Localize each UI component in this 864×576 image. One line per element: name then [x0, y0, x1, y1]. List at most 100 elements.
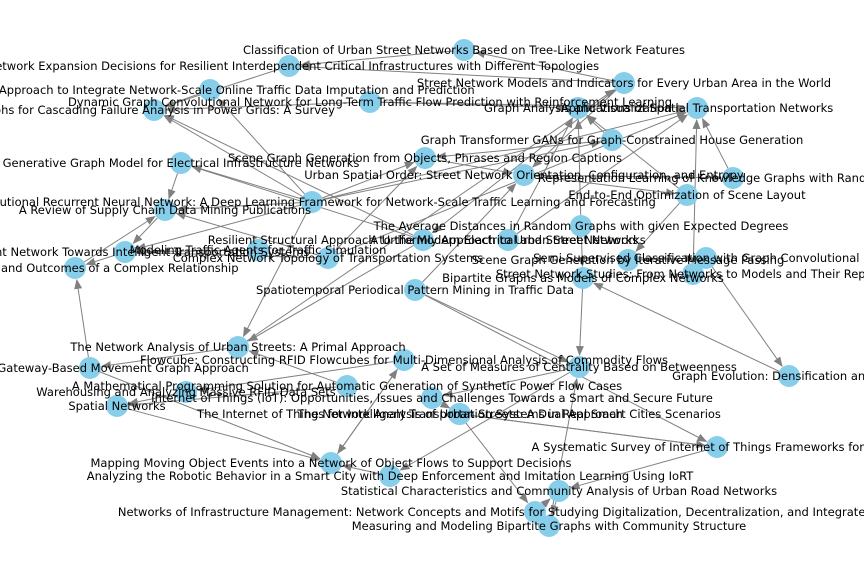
node-label-n1: Classification of Urban Street Networks … [243, 43, 685, 57]
node-label-n34: A Mathematical Programming Solution for … [72, 379, 622, 393]
node-label-n42: Analyzing the Robotic Behavior in a Smar… [87, 469, 695, 483]
graph-node-n5[interactable] [359, 91, 381, 113]
graph-node-n25[interactable] [64, 257, 86, 279]
node-label-n20: Refinement Network Towards Intelligent T… [0, 245, 309, 259]
edge-n9-n10 [435, 140, 602, 161]
graph-node-n11[interactable] [170, 152, 192, 174]
graph-node-n7[interactable] [567, 97, 589, 119]
edge-n22-n16 [175, 212, 318, 256]
graph-node-n39[interactable] [448, 403, 470, 425]
edge-n35-n38 [127, 393, 176, 406]
graph-node-n14[interactable] [676, 184, 698, 206]
node-label-n23: Modeling Traffic Agents for Traffic Simu… [130, 243, 387, 257]
graph-node-n43[interactable] [548, 480, 570, 502]
edge-n30-n35 [196, 361, 394, 393]
node-label-n18: Resilient Structural Approach to the Mod… [208, 233, 638, 247]
graph-node-n24[interactable] [617, 249, 639, 271]
edge-n15-n11 [191, 165, 302, 200]
edge-n40-n43 [569, 449, 707, 490]
labels-layer: Classification of Urban Street Networks … [0, 43, 864, 533]
edge-n31-n25 [74, 278, 89, 358]
graph-node-n8[interactable] [686, 97, 708, 119]
node-label-n15: onvolutional Recurrent Neural Network: A… [0, 195, 656, 209]
edge-n28-n12 [422, 182, 517, 283]
edge-n15-n16 [176, 202, 302, 213]
node-label-n29: The Network Analysis of Urban Streets: A… [69, 340, 405, 354]
edge-n42-n41 [341, 463, 380, 475]
node-label-n6: Graphs for Cascading Failure Analysis in… [0, 103, 335, 117]
graph-node-n40[interactable] [706, 436, 728, 458]
node-label-n28: Spatiotemporal Periodical Pattern Mining… [256, 283, 574, 297]
graph-node-n23[interactable] [247, 239, 269, 261]
graph-node-n30[interactable] [393, 349, 415, 371]
node-label-n36: Internet of Things (IoT): Opportunities,… [151, 391, 713, 405]
node-label-n8: Applications of Spatial Transportation N… [561, 101, 834, 115]
graph-node-n33[interactable] [778, 365, 800, 387]
graph-node-n36[interactable] [421, 387, 443, 409]
graph-node-n45[interactable] [538, 515, 560, 537]
node-label-n37: The Network Analysis of Urban Streets: A… [296, 407, 623, 421]
graph-node-n20[interactable] [114, 241, 136, 263]
node-label-n39: The Internet of Things for Intelligent T… [196, 407, 721, 421]
node-label-n38: Spatial Networks [68, 399, 165, 413]
graph-node-n18[interactable] [412, 229, 434, 251]
graph-node-n16[interactable] [154, 199, 176, 221]
edge-n14-n24 [635, 202, 680, 252]
edge-n10-n12 [435, 159, 514, 176]
node-label-n26: Bipartite Graphs as Models of Complex Ne… [442, 271, 724, 285]
edge-n28-n32 [424, 294, 570, 363]
graph-node-n9[interactable] [601, 129, 623, 151]
edge-n17-n26 [578, 236, 587, 267]
edge-n17-n7 [574, 119, 583, 216]
graph-node-n35[interactable] [175, 381, 197, 403]
node-label-n32: A Set of Measures of Centrality Based on… [421, 360, 737, 374]
graph-node-n1[interactable] [453, 39, 475, 61]
graph-node-n28[interactable] [404, 279, 426, 301]
graph-node-n44[interactable] [524, 501, 546, 523]
graph-node-n34[interactable] [336, 375, 358, 397]
node-label-n21: Semi-Supervised Classification with Grap… [533, 251, 864, 265]
graph-node-n2[interactable] [278, 55, 300, 77]
graph-node-n27[interactable] [682, 263, 704, 285]
edge-n5-n7 [380, 101, 567, 112]
edge-n16-n20 [132, 217, 158, 245]
graph-node-n13[interactable] [722, 167, 744, 189]
node-label-n24: Scene Graph Generation by Iterative Mess… [472, 253, 785, 267]
graph-node-n3[interactable] [613, 72, 635, 94]
graph-node-n15[interactable] [301, 191, 323, 213]
node-label-n22: Complex Network Topology of Transportati… [173, 251, 484, 265]
graph-node-n17[interactable] [570, 215, 592, 237]
graph-node-n12[interactable] [513, 164, 535, 186]
nodes-layer [64, 39, 800, 537]
graph-node-n29[interactable] [227, 336, 249, 358]
graph-node-n4[interactable] [199, 79, 221, 101]
edge-n43-n45 [550, 501, 559, 516]
graph-node-n31[interactable] [79, 357, 101, 379]
graph-node-n10[interactable] [414, 147, 436, 169]
edge-n12-n13 [534, 173, 722, 182]
edge-n29-n31 [100, 348, 228, 369]
edge-n32-n36 [442, 368, 569, 398]
graph-node-n38[interactable] [106, 395, 128, 417]
node-label-n3: Street Network Models and Indicators for… [417, 76, 831, 90]
graph-node-n6[interactable] [143, 99, 165, 121]
node-label-n31: ata Sets: A Gateway-Based Movement Graph… [0, 361, 249, 375]
node-label-n25: cience: Review and Outcomes of a Complex… [0, 261, 239, 275]
edge-n15-n6 [163, 115, 303, 197]
graph-node-n42[interactable] [379, 465, 401, 487]
edge-n15-n9 [322, 140, 602, 201]
node-label-n11: Generative Graph Model for Electrical In… [3, 156, 360, 170]
node-label-n44: Networks of Infrastructure Management: N… [118, 505, 864, 519]
edge-n32-n42 [399, 372, 570, 471]
graph-node-n19[interactable] [497, 229, 519, 251]
graph-node-n22[interactable] [317, 247, 339, 269]
graph-node-n26[interactable] [572, 267, 594, 289]
edge-n44-n43 [540, 498, 551, 508]
graph-node-n32[interactable] [568, 356, 590, 378]
node-label-n2: f Network Expansion Decisions for Resili… [0, 59, 599, 73]
graph-node-n41[interactable] [320, 452, 342, 474]
node-label-n4: Learning Approach to Integrate Network-S… [0, 83, 475, 97]
graph-node-n21[interactable] [695, 247, 717, 269]
edge-n24-n21 [638, 254, 695, 263]
